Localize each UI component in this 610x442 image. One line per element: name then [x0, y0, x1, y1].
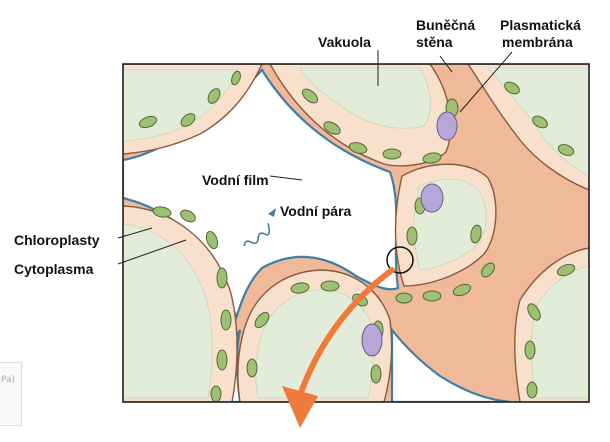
cell-right-bottom: [514, 247, 589, 402]
label-membrana: membrána: [502, 34, 573, 50]
nuclei: [361, 111, 458, 357]
chloroplast: [323, 121, 341, 135]
tissue-area: [123, 64, 589, 402]
water-vapour-arrow: [243, 208, 276, 247]
chloroplast: [406, 226, 418, 246]
chloroplast: [216, 349, 228, 371]
nucleus: [436, 111, 458, 141]
chloroplast: [210, 385, 222, 402]
label-vodni-film: Vodní film: [202, 172, 269, 188]
chloroplast: [180, 113, 196, 127]
chloroplast: [152, 206, 172, 218]
diagram-frame: [122, 63, 590, 403]
chloroplast: [526, 381, 538, 399]
chloroplast: [207, 88, 221, 104]
chloroplast: [301, 88, 319, 104]
chloroplast: [532, 115, 548, 129]
chloroplast: [180, 209, 196, 223]
zoom-arrow: [282, 267, 395, 428]
chloroplast: [320, 280, 340, 292]
chloroplast: [254, 311, 270, 329]
chloroplast: [205, 230, 219, 250]
chloroplast: [138, 115, 158, 129]
chloroplast: [524, 340, 536, 360]
label-cytoplasma: Cytoplasma: [14, 261, 94, 277]
chloroplast: [290, 282, 310, 294]
label-chloroplasty: Chloroplasty: [14, 232, 100, 248]
chloroplast: [556, 263, 576, 277]
chloroplast: [422, 152, 442, 164]
chloroplasts: [138, 70, 576, 402]
label-bunecna: Buněčná: [416, 17, 476, 33]
chloroplast: [504, 81, 520, 95]
chloroplast: [348, 142, 368, 154]
side-tab-text: Pa): [1, 375, 16, 385]
vacuole: [299, 67, 431, 129]
nucleus: [420, 183, 444, 213]
chloroplast: [216, 267, 228, 289]
chloroplast: [422, 290, 442, 302]
chloroplast: [231, 70, 241, 86]
chloroplast: [527, 303, 541, 321]
vacuole: [123, 223, 213, 399]
label-vakuola: Vakuola: [318, 34, 371, 50]
label-plasmaticka: Plasmatická: [500, 17, 581, 33]
chloroplast: [470, 224, 482, 244]
nucleus: [361, 323, 383, 357]
chloroplast: [246, 358, 258, 378]
chloroplast: [452, 283, 472, 297]
chloroplast: [481, 262, 495, 278]
zoom-circle: [386, 246, 414, 274]
vacuole: [531, 265, 589, 399]
chloroplast: [382, 148, 402, 160]
chloroplast: [370, 364, 382, 384]
label-stena: stěna: [416, 34, 453, 50]
side-tab: Pa): [0, 362, 22, 426]
label-vodni-para: Vodní pára: [280, 203, 352, 219]
leader-lines: [117, 50, 513, 265]
chloroplast: [220, 309, 232, 331]
chloroplast: [557, 144, 575, 156]
chloroplast: [395, 292, 413, 304]
